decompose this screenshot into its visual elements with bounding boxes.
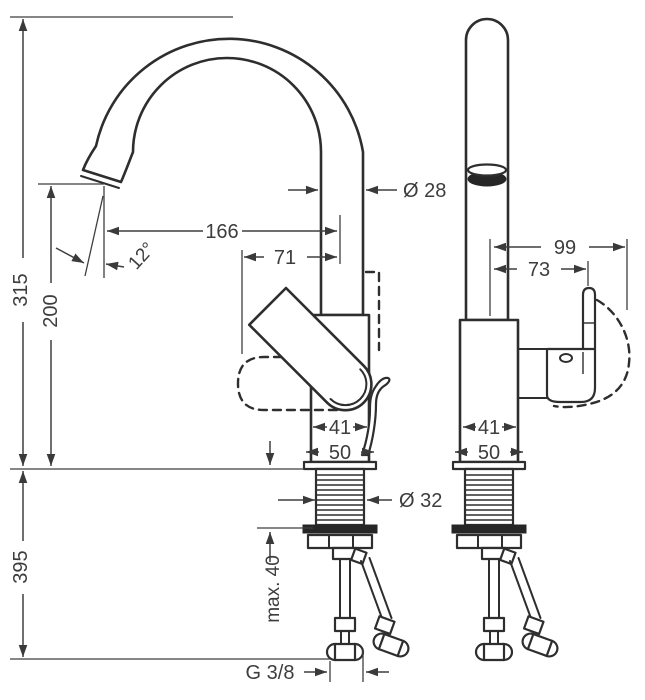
front-view	[80, 37, 412, 662]
dim-label-50-side: 50	[478, 442, 500, 464]
dim-max-thickness: max. 40	[263, 441, 284, 623]
base-assembly-side	[450, 460, 561, 662]
dim-label-d28: Ø 28	[403, 180, 446, 202]
dim-spout-angle: 12°	[55, 186, 159, 278]
dim-base-width-side: 50	[455, 442, 523, 464]
handle-swing-dashed	[552, 298, 631, 409]
dim-label-max40: max. 40	[263, 555, 284, 623]
dim-label-d32: Ø 32	[399, 490, 442, 512]
side-view	[450, 17, 631, 662]
dim-label-200: 200	[40, 294, 62, 327]
handle-alt-position-lower-dashed	[236, 355, 340, 412]
dim-shank-diameter: Ø 32	[278, 490, 442, 512]
dim-base-width-front: 50	[306, 442, 374, 464]
dim-connection-thread: G 3/8	[246, 650, 389, 684]
dim-supply-length: 395	[10, 471, 32, 657]
dim-handle-depth: 73	[494, 259, 589, 286]
dim-label-g38: G 3/8	[246, 662, 295, 684]
spout-swan-neck	[81, 37, 365, 317]
dim-label-315: 315	[10, 273, 32, 306]
dim-label-12deg: 12°	[124, 239, 159, 274]
dim-label-166: 166	[205, 221, 238, 243]
dim-body-width-side: 41	[463, 417, 516, 439]
dim-label-73: 73	[528, 259, 550, 281]
dim-spout-height: 200	[40, 186, 62, 466]
dim-depth-total: 99	[494, 237, 628, 310]
dim-spout-reach: 166	[107, 215, 341, 264]
dim-label-41-front: 41	[329, 417, 351, 439]
base-assembly-front	[301, 460, 412, 662]
dim-label-395: 395	[10, 550, 32, 583]
dim-label-41-side: 41	[478, 417, 500, 439]
dim-height-total: 315	[10, 19, 32, 466]
dim-label-99: 99	[554, 237, 576, 259]
handle-blade-front	[360, 376, 391, 457]
dim-label-71: 71	[274, 247, 296, 269]
aerator-ring-top	[466, 163, 508, 177]
aerator-seam	[80, 175, 120, 189]
dim-spout-diameter: Ø 28	[288, 180, 446, 202]
handle-screw-hole	[559, 353, 573, 363]
dim-handle-offset: 71	[241, 247, 337, 354]
handle-blade-side	[581, 286, 597, 349]
dim-label-50-front: 50	[329, 442, 351, 464]
handle-front	[247, 286, 373, 412]
faucet-body-side	[458, 318, 520, 464]
dim-body-width-front: 41	[313, 417, 367, 439]
